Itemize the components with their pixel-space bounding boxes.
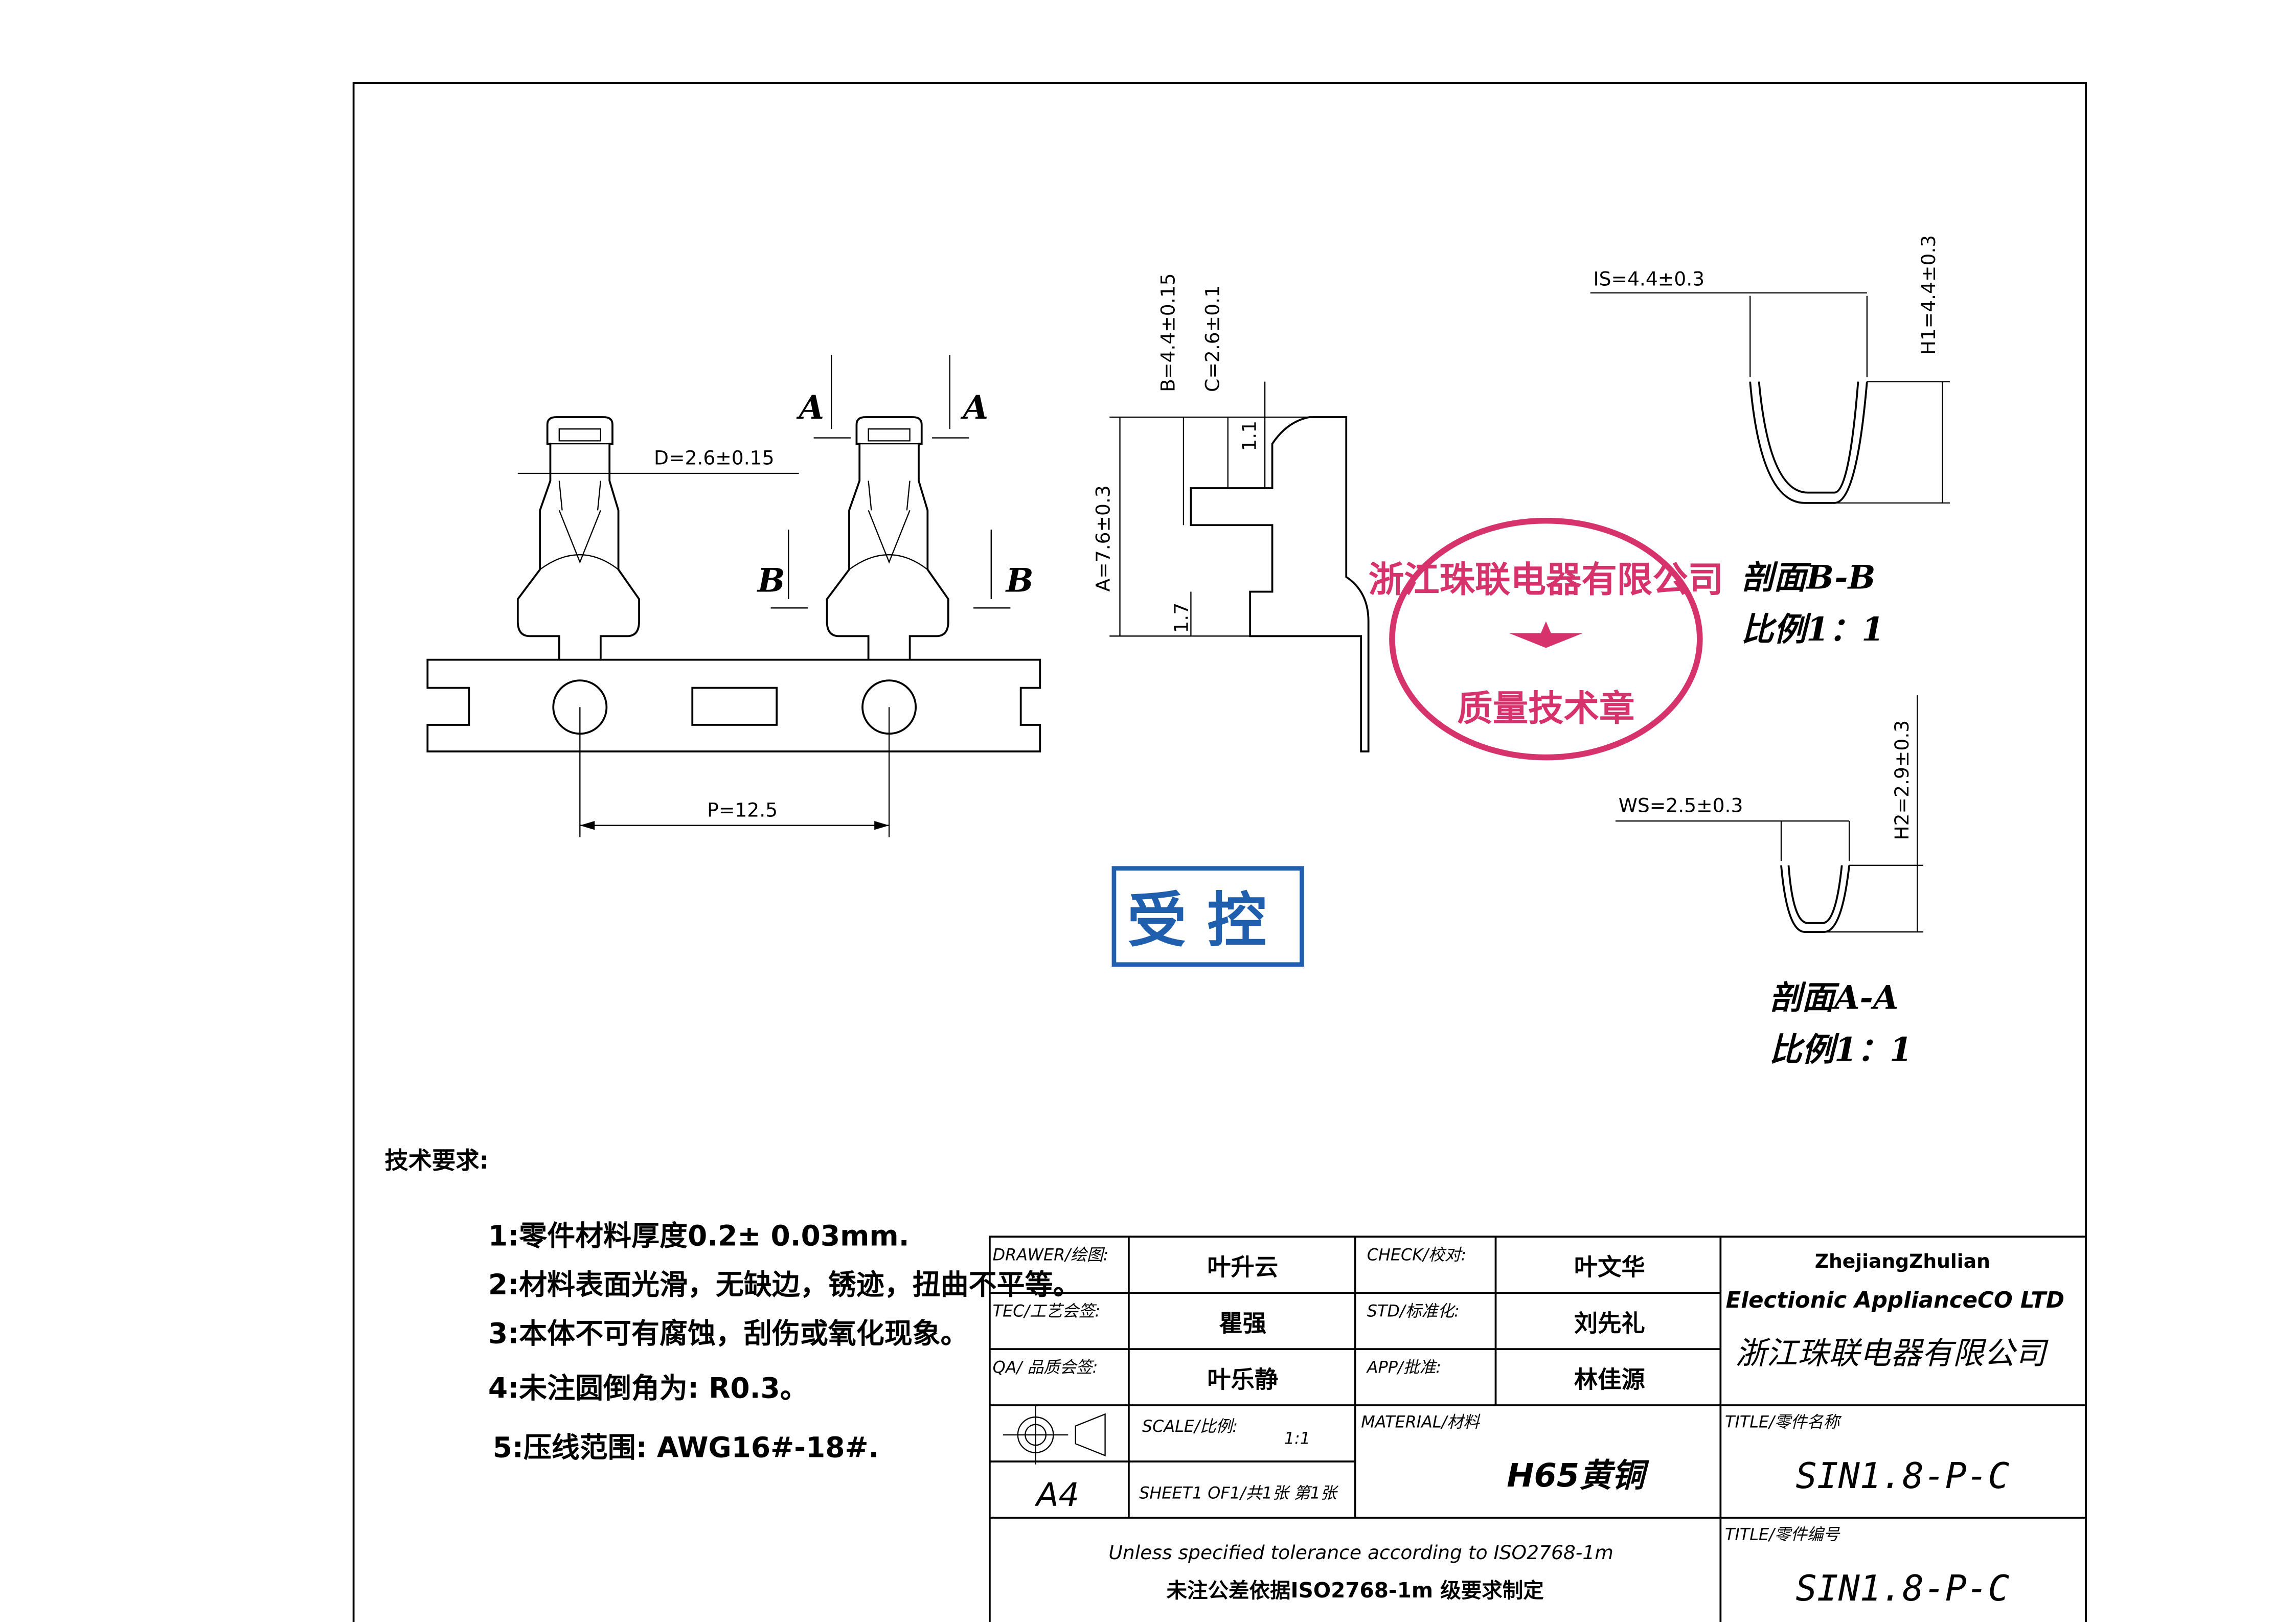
section-mark-a: A <box>797 389 824 427</box>
dim-is: IS=4.4±0.3 <box>1593 268 1704 290</box>
title-block: DRAWER/绘图: 叶升云 CHECK/校对: 叶文华 TEC/工艺会签: 瞿… <box>988 1236 2087 1622</box>
section-aa-scale: 比例1：1 <box>1769 1031 1913 1069</box>
dim-pitch: P=12.5 <box>707 798 778 821</box>
company-name-en: Electionic ApplianceCO LTD <box>1726 1288 2064 1313</box>
front-view: P=12.5 D=2.6±0.15 A A B B <box>426 355 1041 837</box>
note-item: 1:零件材料厚度0.2± 0.03mm. <box>488 1220 910 1252</box>
section-mark-b: B <box>757 562 785 600</box>
scale-label: SCALE/比例: <box>1142 1417 1238 1436</box>
note-item: 3:本体不可有腐蚀，刮伤或氧化现象。 <box>488 1317 969 1350</box>
dim-c: C=2.6±0.1 <box>1201 285 1223 392</box>
dim-1-1: 1.1 <box>1238 421 1261 451</box>
quality-stamp: 浙江珠联电器有限公司 质量技术章 <box>1369 517 1723 761</box>
technical-notes: 技术要求: 1:零件材料厚度0.2± 0.03mm. 2:材料表面光滑，无缺边，… <box>384 1147 1081 1464</box>
tolerance-note-en: Unless specified tolerance according to … <box>1108 1541 1613 1564</box>
check-label: CHECK/校对: <box>1367 1245 1466 1264</box>
std-label: STD/标准化: <box>1367 1301 1460 1320</box>
section-aa-title: 剖面A-A <box>1769 979 1899 1017</box>
terminal <box>516 416 640 660</box>
controlled-stamp: 受控 <box>1111 866 1304 967</box>
sheet-number: SHEET1 OF1/共1张 第1张 <box>1139 1483 1339 1502</box>
part-number: SIN1.8-P-C <box>1795 1568 2009 1609</box>
scale-value: 1:1 <box>1284 1428 1310 1448</box>
std-name: 刘先礼 <box>1574 1309 1645 1337</box>
drawer-name: 叶升云 <box>1207 1253 1278 1281</box>
drawer-label: DRAWER/绘图: <box>993 1245 1109 1264</box>
app-name: 林佳源 <box>1574 1365 1645 1393</box>
section-mark-a: A <box>961 389 988 427</box>
stamp-controlled-label: 受控 <box>1127 886 1287 955</box>
dim-ws: WS=2.5±0.3 <box>1619 794 1743 817</box>
tolerance-note-cn: 未注公差依据ISO2768-1m 级要求制定 <box>1167 1578 1544 1603</box>
sheet-border <box>352 82 2087 1622</box>
sheet-size: A4 <box>1034 1476 1079 1514</box>
notes-heading: 技术要求: <box>384 1147 489 1174</box>
tec-label: TEC/工艺会签: <box>993 1301 1101 1320</box>
note-item: 5:压线范围: AWG16#-18#. <box>493 1431 879 1464</box>
check-name: 叶文华 <box>1574 1253 1645 1281</box>
part-name-label: TITLE/零件名称 <box>1725 1412 1842 1431</box>
app-label: APP/批准: <box>1366 1357 1441 1377</box>
section-mark-b: B <box>1005 562 1034 600</box>
strip-slot <box>691 687 778 726</box>
part-name: SIN1.8-P-C <box>1795 1456 2009 1497</box>
side-view: A=7.6±0.3 B=4.4±0.15 C=2.6±0.1 1.1 1.7 <box>1092 273 1370 752</box>
material-value: H65黄铜 <box>1507 1457 1650 1495</box>
dim-h1: H1=4.4±0.3 <box>1917 235 1940 355</box>
dim-b: B=4.4±0.15 <box>1157 273 1179 392</box>
material-label: MATERIAL/材料 <box>1361 1412 1481 1431</box>
part-number-label: TITLE/零件编号 <box>1725 1524 1840 1544</box>
tec-name: 瞿强 <box>1219 1309 1266 1337</box>
projection-symbol-icon <box>1003 1405 1106 1465</box>
stamp-label: 质量技术章 <box>1457 688 1634 729</box>
company-name-en: ZhejiangZhulian <box>1815 1250 1990 1272</box>
section-b-b: IS=4.4±0.3 H1=4.4±0.3 剖面B-B 比例1：1 <box>1590 235 1950 649</box>
dim-a: A=7.6±0.3 <box>1092 485 1114 591</box>
company-name-cn: 浙江珠联电器有限公司 <box>1735 1336 2049 1372</box>
stamp-company: 浙江珠联电器有限公司 <box>1369 560 1723 601</box>
qa-name: 叶乐静 <box>1207 1365 1278 1393</box>
dim-h2: H2=2.9±0.3 <box>1891 720 1913 840</box>
section-bb-title: 剖面B-B <box>1741 559 1876 597</box>
qa-label: QA/ 品质会签: <box>993 1357 1098 1377</box>
section-bb-scale: 比例1：1 <box>1741 610 1884 649</box>
section-a-a: WS=2.5±0.3 H2=2.9±0.3 剖面A-A 比例1：1 <box>1615 695 1923 1069</box>
note-item: 2:材料表面光滑，无缺边，锈迹，扭曲不平等。 <box>488 1268 1081 1301</box>
dim-1-7: 1.7 <box>1170 603 1193 633</box>
note-item: 4:未注圆倒角为: R0.3。 <box>488 1372 808 1405</box>
dim-d: D=2.6±0.15 <box>654 447 775 469</box>
